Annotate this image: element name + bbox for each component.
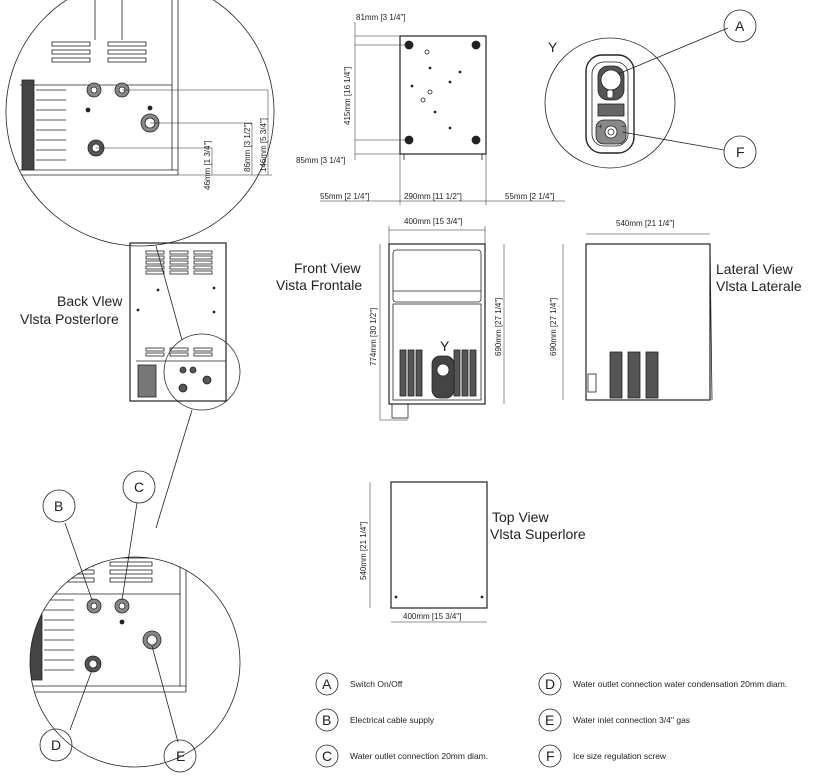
dim-85: 85mm [3 1/4"]: [296, 156, 346, 165]
control-panel-zoom: + −: [544, 27, 729, 169]
svg-text:Electrical cable supply: Electrical cable supply: [350, 715, 435, 725]
svg-text:Switch On/Off: Switch On/Off: [350, 679, 403, 689]
dim-690-front: 690mm [27 1/4"]: [494, 298, 503, 356]
lateral-view-drawing: [562, 233, 713, 401]
dim-415: 415mm [16 1/4"]: [343, 67, 352, 125]
svg-text:C: C: [134, 479, 144, 495]
legend-item-f: F Ice size regulation screw: [538, 744, 667, 768]
back-detail-zoom-top: [5, 0, 275, 247]
svg-text:−: −: [621, 122, 626, 131]
back-detail-zoom-bottom: [29, 502, 241, 768]
dim-81: 81mm [3 1/4"]: [356, 13, 406, 22]
svg-text:Ice size regulation screw: Ice size regulation screw: [573, 751, 667, 761]
front-view-drawing: [379, 226, 505, 421]
dim-55-left: 55mm [2 1/4"]: [320, 192, 370, 201]
svg-text:A: A: [735, 18, 745, 34]
legend: A Switch On/Off B Electrical cable suppl…: [315, 672, 787, 768]
dim-46: 46mm [1 3/4"]: [203, 140, 212, 190]
back-view-drawing: [129, 242, 241, 529]
back-view-title-en: Back Vlew: [57, 293, 123, 309]
callout-c: C: [122, 470, 156, 504]
callout-e: E: [163, 739, 197, 773]
svg-text:E: E: [176, 748, 185, 764]
dim-55-right: 55mm [2 1/4"]: [505, 192, 555, 201]
callout-a: A: [723, 9, 757, 43]
legend-item-e: E Water inlet connection 3/4" gas: [538, 708, 690, 732]
legend-item-b: B Electrical cable supply: [315, 708, 435, 732]
front-view-title-it: Vista Frontale: [276, 277, 362, 293]
svg-text:D: D: [545, 676, 555, 692]
dim-690-lateral: 690mm [27 1/4"]: [549, 298, 558, 356]
dim-290: 290mm [11 1/2"]: [404, 192, 462, 201]
svg-text:+: +: [598, 122, 603, 131]
callout-y-front: Y: [440, 338, 450, 354]
top-view-title-it: Vlsta Superlore: [490, 526, 586, 542]
dim-540-top: 540mm [21 1/4"]: [359, 522, 368, 580]
callout-d: D: [39, 728, 73, 762]
legend-item-a: A Switch On/Off: [315, 672, 403, 696]
lateral-view-title-it: Vlsta Laterale: [716, 278, 802, 294]
vent-slots: [51, 41, 147, 63]
svg-text:D: D: [51, 737, 61, 753]
dim-400-top: 400mm [15 3/4"]: [403, 612, 461, 621]
legend-item-d: D Water outlet connection water condensa…: [538, 672, 787, 696]
dim-400-front: 400mm [15 3/4"]: [404, 217, 462, 226]
fan-grille: [21, 79, 66, 171]
svg-text:Water outlet connection 20mm d: Water outlet connection 20mm diam.: [350, 751, 488, 761]
callout-f: F: [723, 135, 757, 169]
dim-86: 86mm [3 1/2"]: [243, 122, 252, 172]
dim-146: 146mm [5 3/4"]: [259, 118, 268, 172]
svg-text:F: F: [546, 748, 555, 764]
svg-text:C: C: [322, 748, 332, 764]
top-view-title-en: Top View: [492, 509, 549, 525]
dim-774: 774mm [30 1/2"]: [369, 308, 378, 366]
svg-text:B: B: [54, 498, 63, 514]
svg-text:Water outlet connection water: Water outlet connection water condensati…: [573, 679, 787, 689]
lateral-view-title-en: Lateral View: [716, 261, 794, 277]
svg-text:E: E: [545, 712, 554, 728]
svg-text:B: B: [322, 712, 331, 728]
legend-item-c: C Water outlet connection 20mm diam.: [315, 744, 488, 768]
back-view-title-it: Vlsta Posterlore: [20, 311, 119, 327]
callout-y-top: Y: [548, 39, 558, 55]
dim-540-lateral: 540mm [21 1/4"]: [616, 219, 674, 228]
svg-text:A: A: [322, 676, 332, 692]
svg-text:F: F: [736, 144, 745, 160]
front-view-title-en: Front View: [294, 260, 362, 276]
back-panel-dim-view: [320, 22, 565, 205]
callout-b: B: [42, 489, 76, 523]
top-view-drawing: [369, 481, 488, 623]
svg-text:Water inlet connection 3/4" ga: Water inlet connection 3/4" gas: [573, 715, 690, 725]
